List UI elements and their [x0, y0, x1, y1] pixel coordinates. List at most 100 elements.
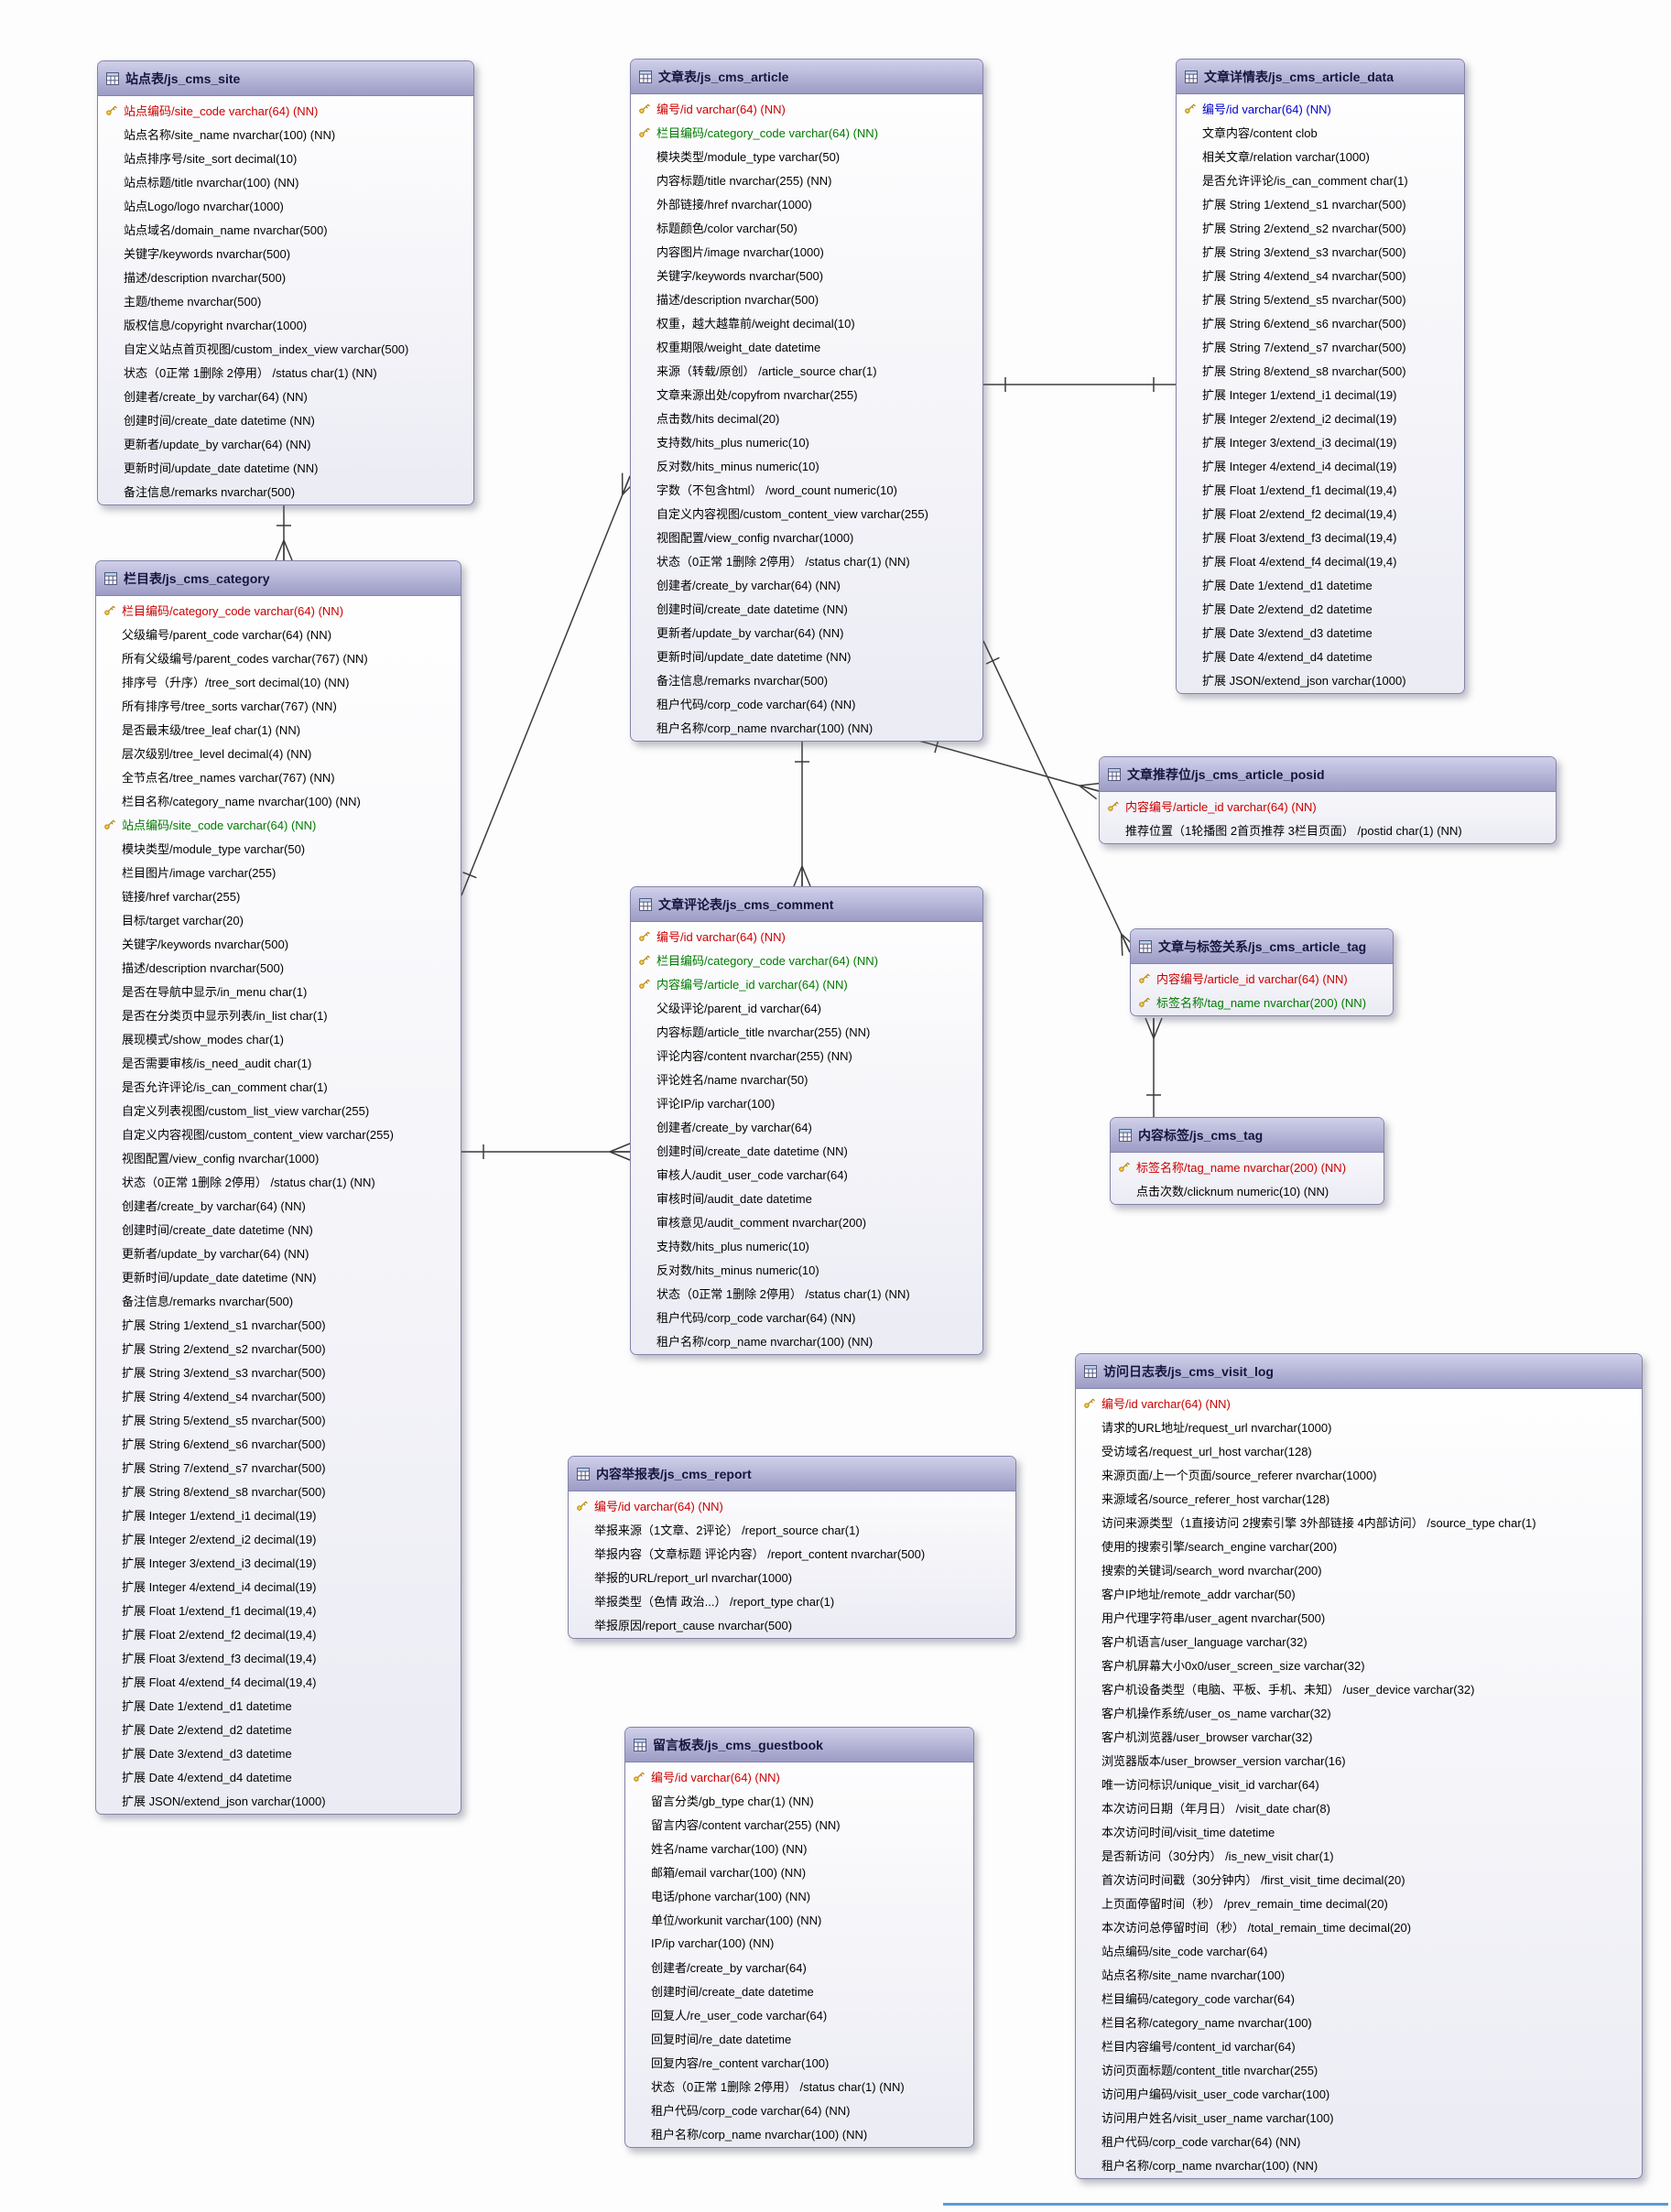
field-row[interactable]: 站点域名/domain_name nvarchar(500): [98, 217, 473, 241]
field-row[interactable]: 扩展 Date 1/extend_d1 datetime: [1177, 572, 1464, 596]
field-row[interactable]: 更新者/update_by varchar(64) (NN): [98, 431, 473, 455]
field-row[interactable]: 举报来源（1文章、2评论） /report_source char(1): [569, 1517, 1015, 1541]
field-row[interactable]: 用户代理字符串/user_agent nvarchar(500): [1076, 1605, 1642, 1629]
field-row[interactable]: 主题/theme nvarchar(500): [98, 288, 473, 312]
field-row[interactable]: 描述/description nvarchar(500): [631, 287, 982, 310]
field-row[interactable]: 站点标题/title nvarchar(100) (NN): [98, 169, 473, 193]
field-row[interactable]: 自定义列表视图/custom_list_view varchar(255): [96, 1098, 461, 1122]
field-row[interactable]: 租户代码/corp_code varchar(64) (NN): [625, 2098, 973, 2121]
field-row[interactable]: 审核意见/audit_comment nvarchar(200): [631, 1209, 982, 1233]
field-row[interactable]: 栏目名称/category_name nvarchar(100): [1076, 2010, 1642, 2033]
field-row[interactable]: 扩展 Date 3/extend_d3 datetime: [96, 1740, 461, 1764]
field-row[interactable]: 客户机屏幕大小0x0/user_screen_size varchar(32): [1076, 1653, 1642, 1676]
table-header[interactable]: 文章表/js_cms_article: [631, 60, 982, 94]
field-row[interactable]: 租户名称/corp_name nvarchar(100) (NN): [625, 2121, 973, 2145]
field-row[interactable]: 是否最末级/tree_leaf char(1) (NN): [96, 717, 461, 741]
field-row[interactable]: 留言分类/gb_type char(1) (NN): [625, 1788, 973, 1812]
field-row[interactable]: 编号/id varchar(64) (NN): [1177, 96, 1464, 120]
field-row[interactable]: 权重，越大越靠前/weight decimal(10): [631, 310, 982, 334]
field-row[interactable]: 自定义内容视图/custom_content_view varchar(255): [631, 501, 982, 525]
field-row[interactable]: 姓名/name varchar(100) (NN): [625, 1836, 973, 1860]
field-row[interactable]: 点击数/hits decimal(20): [631, 406, 982, 429]
field-row[interactable]: 扩展 String 4/extend_s4 nvarchar(500): [96, 1383, 461, 1407]
field-row[interactable]: 更新者/update_by varchar(64) (NN): [631, 620, 982, 644]
field-row[interactable]: 内容编号/article_id varchar(64) (NN): [631, 971, 982, 995]
field-row[interactable]: 站点编码/site_code varchar(64): [1076, 1938, 1642, 1962]
field-row[interactable]: 扩展 Float 3/extend_f3 decimal(19,4): [1177, 525, 1464, 548]
field-row[interactable]: 扩展 String 2/extend_s2 nvarchar(500): [96, 1336, 461, 1360]
field-row[interactable]: 本次访问日期（年月日） /visit_date char(8): [1076, 1795, 1642, 1819]
field-row[interactable]: 内容标题/article_title nvarchar(255) (NN): [631, 1019, 982, 1043]
field-row[interactable]: 租户名称/corp_name nvarchar(100) (NN): [631, 715, 982, 739]
table-header[interactable]: 站点表/js_cms_site: [98, 61, 473, 96]
field-row[interactable]: 内容标题/title nvarchar(255) (NN): [631, 168, 982, 191]
field-row[interactable]: 扩展 String 7/extend_s7 nvarchar(500): [1177, 334, 1464, 358]
field-row[interactable]: 扩展 Float 2/extend_f2 decimal(19,4): [96, 1621, 461, 1645]
field-row[interactable]: 模块类型/module_type varchar(50): [96, 836, 461, 860]
field-row[interactable]: 单位/workunit varchar(100) (NN): [625, 1907, 973, 1931]
field-row[interactable]: 访问页面标题/content_title nvarchar(255): [1076, 2057, 1642, 2081]
field-row[interactable]: 租户代码/corp_code varchar(64) (NN): [1076, 2129, 1642, 2152]
field-row[interactable]: 编号/id varchar(64) (NN): [1076, 1391, 1642, 1415]
table-header[interactable]: 留言板表/js_cms_guestbook: [625, 1728, 973, 1762]
field-row[interactable]: 标签名称/tag_name nvarchar(200) (NN): [1111, 1155, 1383, 1178]
field-row[interactable]: 扩展 String 6/extend_s6 nvarchar(500): [1177, 310, 1464, 334]
table-header[interactable]: 访问日志表/js_cms_visit_log: [1076, 1354, 1642, 1389]
field-row[interactable]: 栏目编码/category_code varchar(64): [1076, 1986, 1642, 2010]
field-row[interactable]: 扩展 String 4/extend_s4 nvarchar(500): [1177, 263, 1464, 287]
field-row[interactable]: 文章来源出处/copyfrom nvarchar(255): [631, 382, 982, 406]
field-row[interactable]: 反对数/hits_minus numeric(10): [631, 1257, 982, 1281]
field-row[interactable]: 更新者/update_by varchar(64) (NN): [96, 1241, 461, 1264]
field-row[interactable]: 扩展 String 3/extend_s3 nvarchar(500): [1177, 239, 1464, 263]
field-row[interactable]: 是否在导航中显示/in_menu char(1): [96, 979, 461, 1003]
field-row[interactable]: 唯一访问标识/unique_visit_id varchar(64): [1076, 1772, 1642, 1795]
field-row[interactable]: 扩展 Date 4/extend_d4 datetime: [1177, 644, 1464, 667]
field-row[interactable]: 扩展 Date 1/extend_d1 datetime: [96, 1693, 461, 1717]
field-row[interactable]: 访问来源类型（1直接访问 2搜索引擎 3外部链接 4内部访问） /source_…: [1076, 1510, 1642, 1534]
field-row[interactable]: 扩展 String 1/extend_s1 nvarchar(500): [96, 1312, 461, 1336]
field-row[interactable]: 站点编码/site_code varchar(64) (NN): [98, 98, 473, 122]
field-row[interactable]: 电话/phone varchar(100) (NN): [625, 1883, 973, 1907]
field-row[interactable]: 扩展 Float 4/extend_f4 decimal(19,4): [96, 1669, 461, 1693]
field-row[interactable]: 栏目图片/image varchar(255): [96, 860, 461, 884]
field-row[interactable]: 站点名称/site_name nvarchar(100) (NN): [98, 122, 473, 146]
field-row[interactable]: 扩展 String 1/extend_s1 nvarchar(500): [1177, 191, 1464, 215]
field-row[interactable]: 扩展 Integer 3/extend_i3 decimal(19): [1177, 429, 1464, 453]
field-row[interactable]: 备注信息/remarks nvarchar(500): [98, 479, 473, 503]
field-row[interactable]: 扩展 String 8/extend_s8 nvarchar(500): [96, 1479, 461, 1502]
field-row[interactable]: 受访域名/request_url_host varchar(128): [1076, 1438, 1642, 1462]
field-row[interactable]: 编号/id varchar(64) (NN): [569, 1493, 1015, 1517]
field-row[interactable]: 租户代码/corp_code varchar(64) (NN): [631, 691, 982, 715]
field-row[interactable]: 栏目内容编号/content_id varchar(64): [1076, 2033, 1642, 2057]
field-row[interactable]: 租户名称/corp_name nvarchar(100) (NN): [631, 1328, 982, 1352]
field-row[interactable]: 租户名称/corp_name nvarchar(100) (NN): [1076, 2152, 1642, 2176]
field-row[interactable]: 层次级别/tree_level decimal(4) (NN): [96, 741, 461, 764]
field-row[interactable]: 栏目编码/category_code varchar(64) (NN): [96, 598, 461, 622]
field-row[interactable]: 扩展 Float 1/extend_f1 decimal(19,4): [96, 1598, 461, 1621]
field-row[interactable]: 创建者/create_by varchar(64) (NN): [631, 572, 982, 596]
field-row[interactable]: 创建时间/create_date datetime (NN): [631, 596, 982, 620]
field-row[interactable]: 链接/href varchar(255): [96, 884, 461, 907]
field-row[interactable]: 字数（不包含html） /word_count numeric(10): [631, 477, 982, 501]
field-row[interactable]: 举报的URL/report_url nvarchar(1000): [569, 1565, 1015, 1589]
field-row[interactable]: 扩展 Date 3/extend_d3 datetime: [1177, 620, 1464, 644]
field-row[interactable]: 扩展 String 5/extend_s5 nvarchar(500): [1177, 287, 1464, 310]
field-row[interactable]: 扩展 Integer 2/extend_i2 decimal(19): [1177, 406, 1464, 429]
field-row[interactable]: 支持数/hits_plus numeric(10): [631, 429, 982, 453]
field-row[interactable]: 创建时间/create_date datetime: [625, 1979, 973, 2002]
field-row[interactable]: 编号/id varchar(64) (NN): [631, 924, 982, 948]
field-row[interactable]: 描述/description nvarchar(500): [98, 265, 473, 288]
field-row[interactable]: 举报类型（色情 政治...） /report_type char(1): [569, 1589, 1015, 1612]
field-row[interactable]: 内容图片/image nvarchar(1000): [631, 239, 982, 263]
field-row[interactable]: 留言内容/content varchar(255) (NN): [625, 1812, 973, 1836]
field-row[interactable]: 外部链接/href nvarchar(1000): [631, 191, 982, 215]
field-row[interactable]: 是否允许评论/is_can_comment char(1): [1177, 168, 1464, 191]
field-row[interactable]: 扩展 String 8/extend_s8 nvarchar(500): [1177, 358, 1464, 382]
table-header[interactable]: 文章详情表/js_cms_article_data: [1177, 60, 1464, 94]
field-row[interactable]: 审核时间/audit_date datetime: [631, 1186, 982, 1209]
